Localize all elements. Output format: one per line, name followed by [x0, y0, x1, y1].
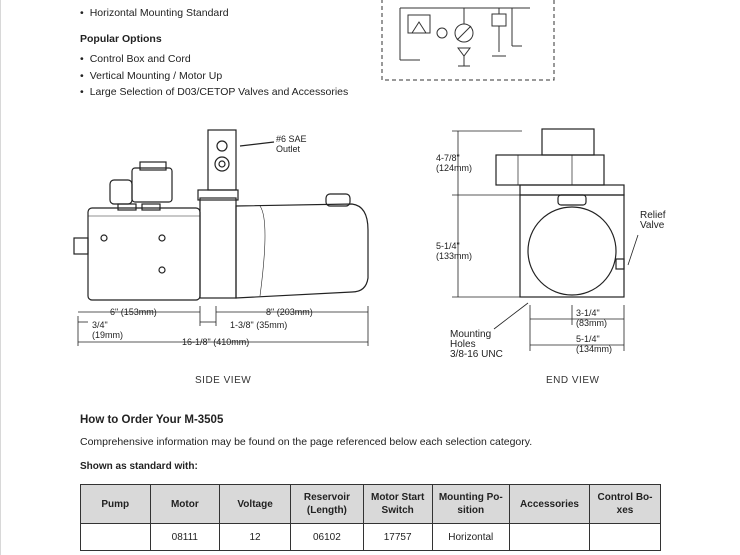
end-view-caption: END VIEW [546, 375, 600, 386]
left-port [73, 237, 89, 255]
dim-8in: 8" (203mm) [266, 307, 313, 317]
dim-1-3-8-in: 1-3/8" (35mm) [230, 320, 287, 330]
cell-control-boxes [589, 523, 661, 551]
end-view-drawing: 4-7/8" (124mm) 5-1/4" (133mm) 3-1/4" (83… [436, 128, 666, 360]
dim-83mm: (83mm) [576, 318, 607, 328]
option-item: Vertical Mounting / Motor Up [80, 68, 348, 85]
side-view-drawing: 6" (153mm) 8" (203mm) 3/4" (19mm) 1-3/8"… [73, 129, 369, 347]
standard-list: Horizontal Mounting Standard [80, 5, 229, 22]
cell-pump [80, 523, 151, 551]
dim-3-4-in: 3/4" [92, 320, 108, 330]
reservoir-cap [527, 206, 617, 296]
cell-motor-start-switch: 17757 [362, 523, 433, 551]
dim-3-1-4-in: 3-1/4" [576, 308, 600, 318]
col-voltage: Voltage [219, 484, 292, 524]
option-item: Large Selection of D03/CETOP Valves and … [80, 84, 349, 101]
shown-as-label: Shown as standard with: [80, 461, 198, 472]
options-list: Control Box and Cord Vertical Mounting /… [80, 51, 349, 101]
dim-16-1-8-in: 16-1/8" (410mm) [182, 337, 249, 347]
option-item: Control Box and Cord [80, 51, 348, 68]
outlet-label-1: #6 SAE [276, 134, 307, 144]
relief-label-1: Relief [640, 210, 666, 221]
outlet-label-2: Outlet [276, 144, 301, 154]
table-header-row: Pump Motor Voltage Reservoir(Length) Mot… [80, 484, 661, 524]
order-info: Comprehensive information may be found o… [80, 436, 533, 448]
dim-5-1-4-in-w: 5-1/4" [576, 334, 600, 344]
col-accessories: Accessories [509, 484, 591, 524]
motor-body [87, 207, 201, 301]
cell-voltage: 12 [219, 523, 292, 551]
valve-block [495, 154, 605, 186]
dim-134mm: (134mm) [576, 344, 612, 354]
dim-4-7-8-in: 4-7/8" [436, 153, 460, 163]
reservoir-tank [235, 203, 369, 299]
order-table: Pump Motor Voltage Reservoir(Length) Mot… [80, 484, 661, 551]
cell-accessories [509, 523, 591, 551]
mounting-label-2: Holes [450, 339, 476, 350]
cell-motor: 08111 [149, 523, 221, 551]
hydraulic-schematic [381, 0, 555, 81]
dim-5-1-4-in-h: 5-1/4" [436, 241, 460, 251]
mounting-label-1: Mounting [450, 329, 491, 340]
dim-133mm: (133mm) [436, 251, 472, 261]
order-heading: How to Order Your M-3505 [80, 414, 224, 426]
col-pump: Pump [80, 484, 151, 524]
cell-mounting-position: Horizontal [431, 523, 511, 551]
valve-tower [207, 129, 237, 191]
reservoir-end [519, 194, 625, 298]
dim-124mm: (124mm) [436, 163, 472, 173]
col-motor: Motor [149, 484, 221, 524]
standard-item: Horizontal Mounting Standard [80, 5, 229, 22]
cell-reservoir: 06102 [290, 523, 364, 551]
dim-6in: 6" (153mm) [110, 307, 157, 317]
mounting-label-3: 3/8-16 UNC [450, 349, 503, 360]
col-reservoir: Reservoir(Length) [290, 484, 364, 524]
col-mounting-position: Mounting Po-sition [431, 484, 511, 524]
manifold [199, 197, 237, 299]
dim-19mm: (19mm) [92, 330, 123, 340]
side-view-caption: SIDE VIEW [195, 375, 252, 386]
relief-label-2: Valve [640, 220, 665, 231]
table-row: 08111 12 06102 17757 Horizontal [80, 523, 661, 551]
options-heading: Popular Options [80, 33, 162, 45]
col-control-boxes: Control Bo-xes [589, 484, 661, 524]
